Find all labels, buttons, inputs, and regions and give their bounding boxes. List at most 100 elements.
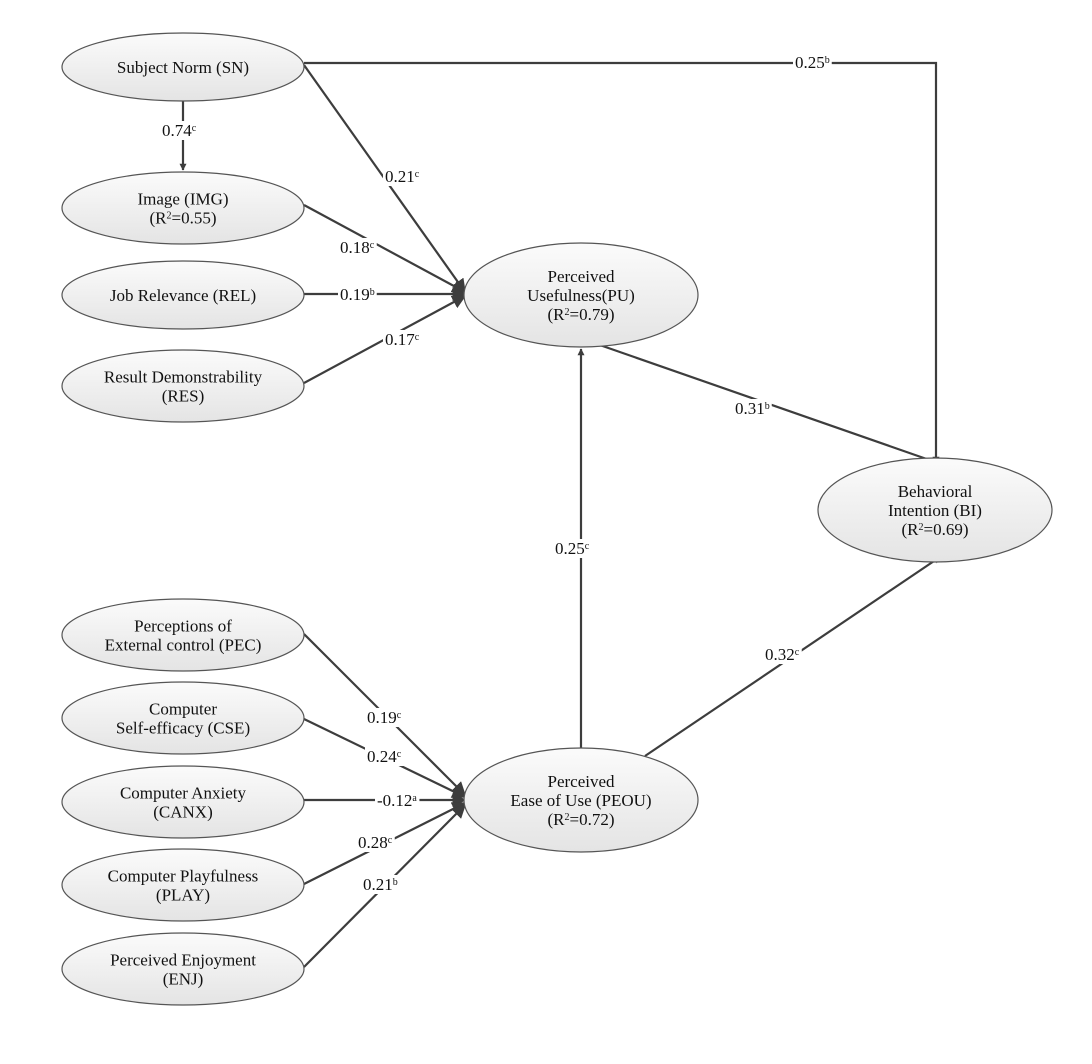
path-peou-pu-coefficient: 0.25c	[553, 539, 592, 558]
constructs-layer: Subject Norm (SN) Image (IMG)(R2=0.55) Job…	[61, 32, 1053, 1006]
node-peou-label-line-3: (R2=0.72)	[548, 810, 615, 829]
path-sn-bi-arrow	[304, 61, 940, 464]
node-sn-label-line-1: Subject Norm (SN)	[117, 58, 249, 77]
path-play-peou-coefficient: 0.28c	[356, 833, 395, 852]
node-rel-label-line-1: Job Relevance (REL)	[110, 286, 256, 305]
node-peou-label-line-2: Ease of Use (PEOU)	[510, 791, 651, 810]
label-text: Perceived	[547, 267, 615, 286]
coefficient-value: 0.21	[385, 167, 415, 186]
node-canx-label-line-2: (CANX)	[153, 803, 213, 822]
label-text: Self-efficacy (CSE)	[116, 719, 250, 738]
coefficient-value: 0.25	[795, 53, 825, 72]
label-text: (R	[150, 209, 168, 228]
coefficient-label: 0.25c	[555, 539, 590, 558]
coefficient-value: 0.19	[340, 285, 370, 304]
node-pu-label-line-1: Perceived	[547, 267, 615, 286]
coefficient-backdrop	[733, 399, 772, 418]
coefficients-layer: 0.74c0.21c0.25b0.18c0.19b0.17c0.31b0.25c…	[160, 53, 832, 894]
node-canx: Computer Anxiety(CANX)	[61, 765, 305, 839]
superscript: 2	[167, 210, 172, 221]
coefficient-label: 0.25b	[795, 53, 830, 72]
coefficient-backdrop	[763, 645, 802, 664]
significance-marker: c	[397, 710, 402, 721]
coefficient-label: 0.21b	[363, 875, 398, 894]
label-text: Image (IMG)	[137, 190, 228, 209]
coefficient-backdrop	[365, 747, 404, 766]
path-canx-peou-coefficient: -0.12a	[375, 791, 420, 810]
node-enj-ellipse	[61, 932, 305, 1006]
path-img-pu-coefficient: 0.18c	[338, 238, 377, 257]
node-peou-ellipse	[463, 747, 699, 853]
coefficient-backdrop	[365, 708, 404, 727]
significance-marker: a	[412, 793, 417, 804]
node-pec-ellipse	[61, 598, 305, 672]
label-text: Usefulness(PU)	[527, 286, 635, 305]
node-play-label-line-1: Computer Playfulness	[108, 867, 259, 886]
coefficient-label: 0.19b	[340, 285, 375, 304]
node-cse-label-line-2: Self-efficacy (CSE)	[116, 719, 250, 738]
coefficient-backdrop	[361, 875, 400, 894]
node-img-label-line-2: (R2=0.55)	[150, 209, 217, 228]
node-peou-label-line-1: Perceived	[547, 772, 615, 791]
coefficient-label: -0.12a	[377, 791, 417, 810]
label-text: (CANX)	[153, 803, 213, 822]
node-sn: Subject Norm (SN)	[61, 32, 305, 102]
coefficient-backdrop	[338, 285, 377, 304]
significance-marker: c	[795, 647, 800, 658]
node-canx-ellipse	[61, 765, 305, 839]
superscript: 2	[565, 812, 570, 823]
path-rel-pu-coefficient: 0.19b	[338, 285, 377, 304]
node-enj: Perceived Enjoyment(ENJ)	[61, 932, 305, 1006]
node-enj-label-line-1: Perceived Enjoyment	[110, 951, 256, 970]
node-res-label-line-1: Result Demonstrability	[104, 368, 263, 387]
node-pu-label-line-3: (R2=0.79)	[548, 305, 615, 324]
coefficient-value: 0.18	[340, 238, 370, 257]
path-sn-img-coefficient: 0.74c	[160, 121, 199, 140]
node-img: Image (IMG)(R2=0.55)	[61, 171, 305, 245]
label-text: (R	[902, 520, 920, 539]
label-text: Perceived Enjoyment	[110, 951, 256, 970]
node-res: Result Demonstrability(RES)	[61, 349, 305, 423]
node-img-ellipse	[61, 171, 305, 245]
label-text: Computer	[149, 700, 217, 719]
node-cse-label-line-1: Computer	[149, 700, 217, 719]
coefficient-value: 0.19	[367, 708, 397, 727]
path-pec-peou-coefficient: 0.19c	[365, 708, 404, 727]
path-sn-bi-coefficient: 0.25b	[793, 53, 832, 72]
coefficient-label: 0.74c	[162, 121, 197, 140]
coefficient-value: 0.25	[555, 539, 585, 558]
label-text: (R	[548, 305, 566, 324]
coefficient-backdrop	[375, 791, 420, 810]
node-res-label-line-2: (RES)	[162, 387, 205, 406]
path-cse-peou-coefficient: 0.24c	[365, 747, 404, 766]
node-cse-ellipse	[61, 681, 305, 755]
node-bi-label-line-2: Intention (BI)	[888, 501, 982, 520]
coefficient-label: 0.28c	[358, 833, 393, 852]
label-text: Ease of Use (PEOU)	[510, 791, 651, 810]
path-peou-bi-coefficient: 0.32c	[763, 645, 802, 664]
path-enj-peou-coefficient: 0.21b	[361, 875, 400, 894]
node-pec-label-line-2: External control (PEC)	[105, 636, 262, 655]
coefficient-label: 0.18c	[340, 238, 375, 257]
coefficient-value: -0.12	[377, 791, 412, 810]
label-text: Subject Norm (SN)	[117, 58, 249, 77]
label-text: Behavioral	[898, 482, 973, 501]
coefficient-backdrop	[793, 53, 832, 72]
node-rel: Job Relevance (REL)	[61, 260, 305, 330]
coefficient-value: 0.74	[162, 121, 192, 140]
node-play-label-line-2: (PLAY)	[156, 886, 210, 905]
node-pec-label-line-1: Perceptions of	[134, 617, 232, 636]
node-pu-label-line-2: Usefulness(PU)	[527, 286, 635, 305]
significance-marker: c	[388, 835, 393, 846]
path-sn-pu-coefficient: 0.21c	[383, 167, 422, 186]
label-text: Computer Anxiety	[120, 784, 247, 803]
node-pu-ellipse	[463, 242, 699, 348]
node-res-ellipse	[61, 349, 305, 423]
significance-marker: c	[415, 169, 420, 180]
coefficient-label: 0.32c	[765, 645, 800, 664]
